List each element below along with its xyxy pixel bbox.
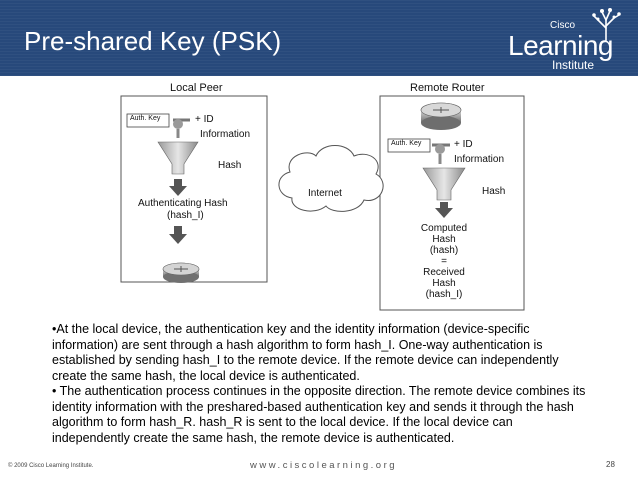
remote-computed-hash-paren-label: (hash) bbox=[429, 245, 459, 256]
remote-auth-key-label: Auth. Key bbox=[391, 140, 422, 147]
remote-router-box bbox=[379, 95, 525, 311]
remote-arrow-down-icon bbox=[435, 202, 453, 218]
remote-router-title: Remote Router bbox=[410, 82, 485, 94]
cisco-learning-institute-logo: Cisco Learning Institute bbox=[508, 6, 634, 72]
local-hash-i-label: (hash_I) bbox=[167, 210, 204, 221]
logo-cisco-text: Cisco bbox=[550, 20, 576, 31]
local-hash-label: Hash bbox=[218, 160, 242, 171]
remote-router-icon bbox=[420, 102, 462, 130]
local-plus-id-label: + ID bbox=[195, 114, 214, 125]
local-information-label: Information bbox=[200, 129, 251, 140]
psk-diagram: Local Peer Remote Router Auth. Key + ID … bbox=[118, 82, 528, 312]
internet-label: Internet bbox=[308, 188, 342, 199]
bullet-text: •At the local device, the authentication… bbox=[52, 322, 592, 446]
remote-computed-label: Computed bbox=[420, 223, 468, 234]
local-peer-box bbox=[120, 95, 268, 283]
remote-hash-label: Hash bbox=[482, 186, 506, 197]
remote-auth-key-box bbox=[387, 138, 431, 153]
logo-learning-text: Learning bbox=[508, 30, 613, 61]
remote-plus-id-label: + ID bbox=[454, 139, 473, 150]
remote-hash-i-label: (hash_I) bbox=[425, 289, 463, 300]
footer-page-number: 28 bbox=[606, 460, 615, 469]
local-funnel-icon bbox=[157, 141, 199, 175]
slide-title: Pre-shared Key (PSK) bbox=[24, 26, 282, 56]
header-texture bbox=[0, 0, 638, 76]
internet-cloud-icon bbox=[278, 145, 384, 212]
remote-received-hash-label: Hash bbox=[432, 278, 456, 289]
local-authenticating-hash-label: Authenticating Hash bbox=[138, 198, 228, 209]
remote-computed-hash-label: Hash bbox=[432, 234, 456, 245]
slide-header: Pre-shared Key (PSK) Cisco Learning Inst… bbox=[0, 0, 638, 76]
remote-information-label: Information bbox=[454, 154, 505, 165]
bullet-remote-authentication: • The authentication process continues i… bbox=[52, 384, 586, 445]
footer-copyright: © 2009 Cisco Learning Institute. bbox=[8, 463, 94, 469]
local-arrow-down-1-icon bbox=[169, 179, 187, 196]
local-peer-title: Local Peer bbox=[170, 82, 223, 94]
local-router-icon bbox=[162, 262, 200, 283]
logo-tree-icon bbox=[592, 8, 621, 41]
diagram-graphics bbox=[120, 95, 525, 311]
logo-institute-text: Institute bbox=[552, 58, 595, 72]
local-arrow-down-2-icon bbox=[169, 226, 187, 244]
local-auth-key-label: Auth. Key bbox=[130, 115, 161, 122]
footer-website: www.ciscolearning.org bbox=[250, 460, 398, 471]
local-auth-key-box bbox=[126, 113, 170, 128]
remote-equals-label: = bbox=[441, 256, 447, 267]
remote-funnel-icon bbox=[422, 167, 466, 201]
bullet-local-authentication: •At the local device, the authentication… bbox=[52, 322, 559, 383]
remote-received-label: Received bbox=[423, 267, 465, 278]
